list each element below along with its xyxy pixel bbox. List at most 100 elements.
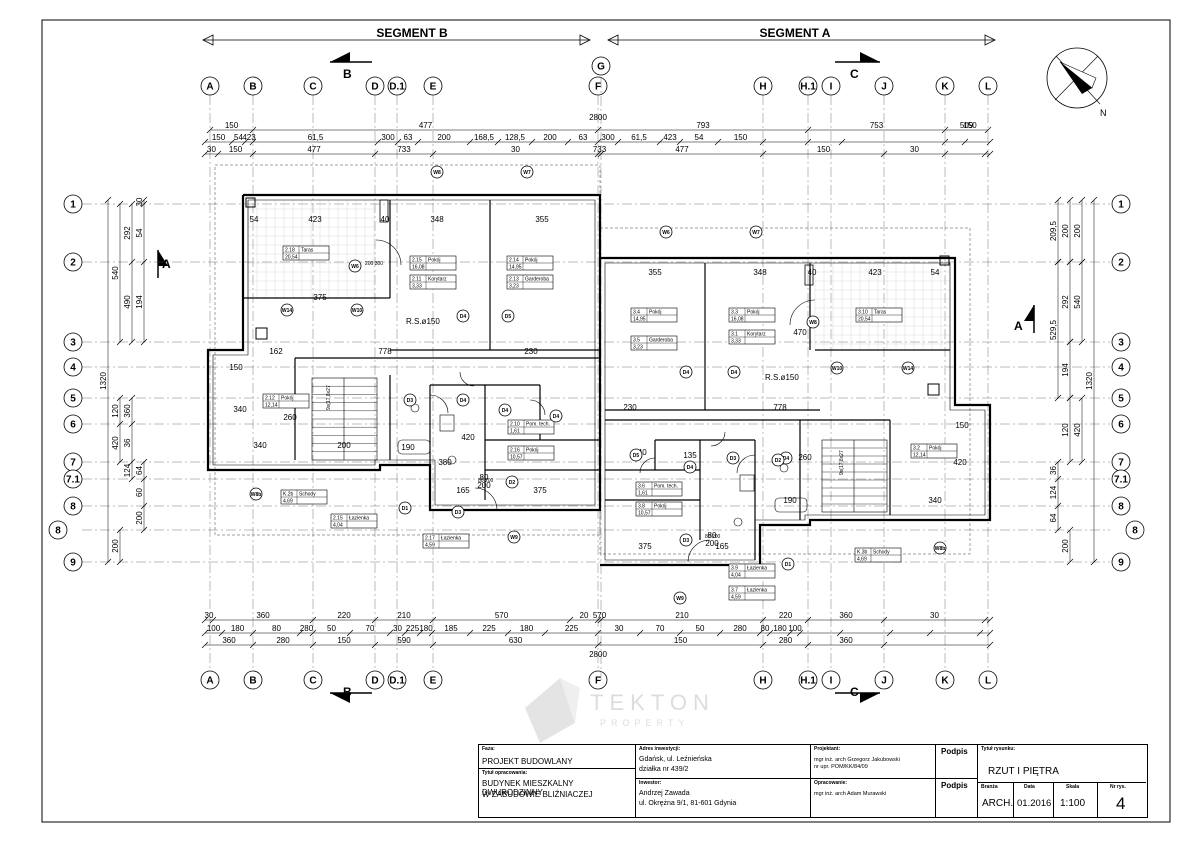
tb-opracowanie: Opracowanie: mgr inż. arch Adam Murawski [811,779,936,817]
tag-bubble [350,303,364,317]
tag-label: W8 [809,320,817,326]
tb-podpis-2-label: Podpis [941,781,968,790]
dim-label: 793 [696,121,710,130]
dim-label: 70 [656,624,665,633]
tag-label: W9 [510,535,518,541]
dim-label: 1320 [1085,372,1094,390]
room-code: 2.12 [265,396,275,402]
tag-bubble [507,530,521,544]
tag-bubble [498,403,512,417]
tag-label: W7 [523,170,531,176]
room-area: 4,59 [425,543,435,549]
dim-label: 30 [207,145,216,154]
room-dim-b: 162 [269,347,283,356]
dim-label: 30 [910,145,919,154]
tag-bubble [933,541,947,555]
dim-label: 209,5 [1049,220,1058,241]
axis-label-right-5: 5 [1118,394,1124,405]
tag-label: D3 [407,398,414,404]
room-code: 2.18 [285,248,295,254]
dim-label: 180 [231,624,245,633]
room-code: 3.1 [731,332,738,338]
room-area: 1,61 [510,429,520,435]
axis-label-H-bottom: H [759,676,766,687]
dim-label: 194 [1061,363,1070,377]
dim-label: 180 [773,624,787,633]
room-dim-b: 420 [461,433,475,442]
dim-label: 168,5 [474,133,495,142]
room-dim-b: 778 [378,347,392,356]
dim-label: 225 [565,624,579,633]
room-name: Schody [299,492,316,498]
axis-label-B-bottom: B [249,676,256,687]
axis-bubble-E-top [423,76,443,96]
rs-label-a: R.S.ø150 [765,373,799,382]
dim-label: 124 [1049,485,1058,499]
room-name: Pokój [747,310,760,316]
dim-total-top: 2800 [589,113,607,122]
tag-bubble [629,448,643,462]
tag-bubble [249,487,263,501]
room-area: 3,23 [509,284,519,290]
tb-podpis-2: Podpis [936,779,978,817]
dim-label: 292 [1061,295,1070,309]
room-name: Korytarz [428,277,447,283]
tb-podpis-1: Podpis [936,745,978,779]
axis-label-K-top: K [941,82,949,93]
axis-bubble-D-bottom [365,670,385,690]
tag-bubble [901,361,915,375]
dim-label: 36 [1049,466,1058,475]
axis-label-left-1: 1 [70,200,76,211]
axis-bubble-F-bottom [588,670,608,690]
north-arrow-icon: N [1046,47,1108,118]
dim-label: 540 [1073,295,1082,309]
axis-label-left-9: 9 [70,558,76,569]
terrace-tile-pattern-b [247,199,376,298]
tb-projektant-1: mgr inż. arch Grzegorz Jakubowski [814,757,900,763]
dim-label: 150 [229,145,243,154]
axis-label-left-6: 6 [70,420,76,431]
room-name: Pom. tech. [654,484,678,490]
tag-bubble [520,165,534,179]
tag-bubble [659,225,673,239]
room-area: 20,54 [858,317,871,323]
segment-b-dimension: SEGMENT B [202,26,591,46]
dim-label: 120 [1061,423,1070,437]
room-dim-b: 200 [337,441,351,450]
section-a-label-right: A [1014,319,1023,333]
tag-label: W9 [676,596,684,602]
axis-bubble-C-bottom [303,670,323,690]
room-dim-a: 200 [705,539,719,548]
room-name: Łazienka [747,566,767,572]
axis-bubble-H-bottom [753,670,773,690]
tag-label: D3 [455,510,462,516]
tb-inwestor-2: ul. Okrężna 9/1, 81-601 Gdynia [639,800,737,807]
axis-bubble-D.1-top [387,76,407,96]
room-dim-b: 40 [381,215,390,224]
dim-label: 360 [839,611,853,620]
tag-label: W14 [903,366,914,372]
axis-bubble-I-bottom [821,670,841,690]
section-marker-a-left: A [157,250,171,278]
tb-opracowanie-value: mgr inż. arch Adam Murawski [814,791,887,797]
dim-label: 360 [123,404,132,418]
axis-label-F-top: F [595,82,601,93]
tag-label: D4 [460,314,467,320]
room-name: Taras [301,248,314,254]
room-name: Taras [874,310,887,316]
tag-label: W8 [433,170,441,176]
room-area: 10,57 [638,511,651,517]
dim-label: 150 [337,636,351,645]
dim-label: 63 [579,133,588,142]
section-marker-b-bottom: B [330,685,372,703]
dim-label: 210 [675,611,689,620]
room-area: 4,69 [857,557,867,563]
room-code: 3.10 [858,310,868,316]
dim-label: 30 [930,611,939,620]
dim-label: 570 [593,611,607,620]
axis-label-left-5: 5 [70,394,76,405]
